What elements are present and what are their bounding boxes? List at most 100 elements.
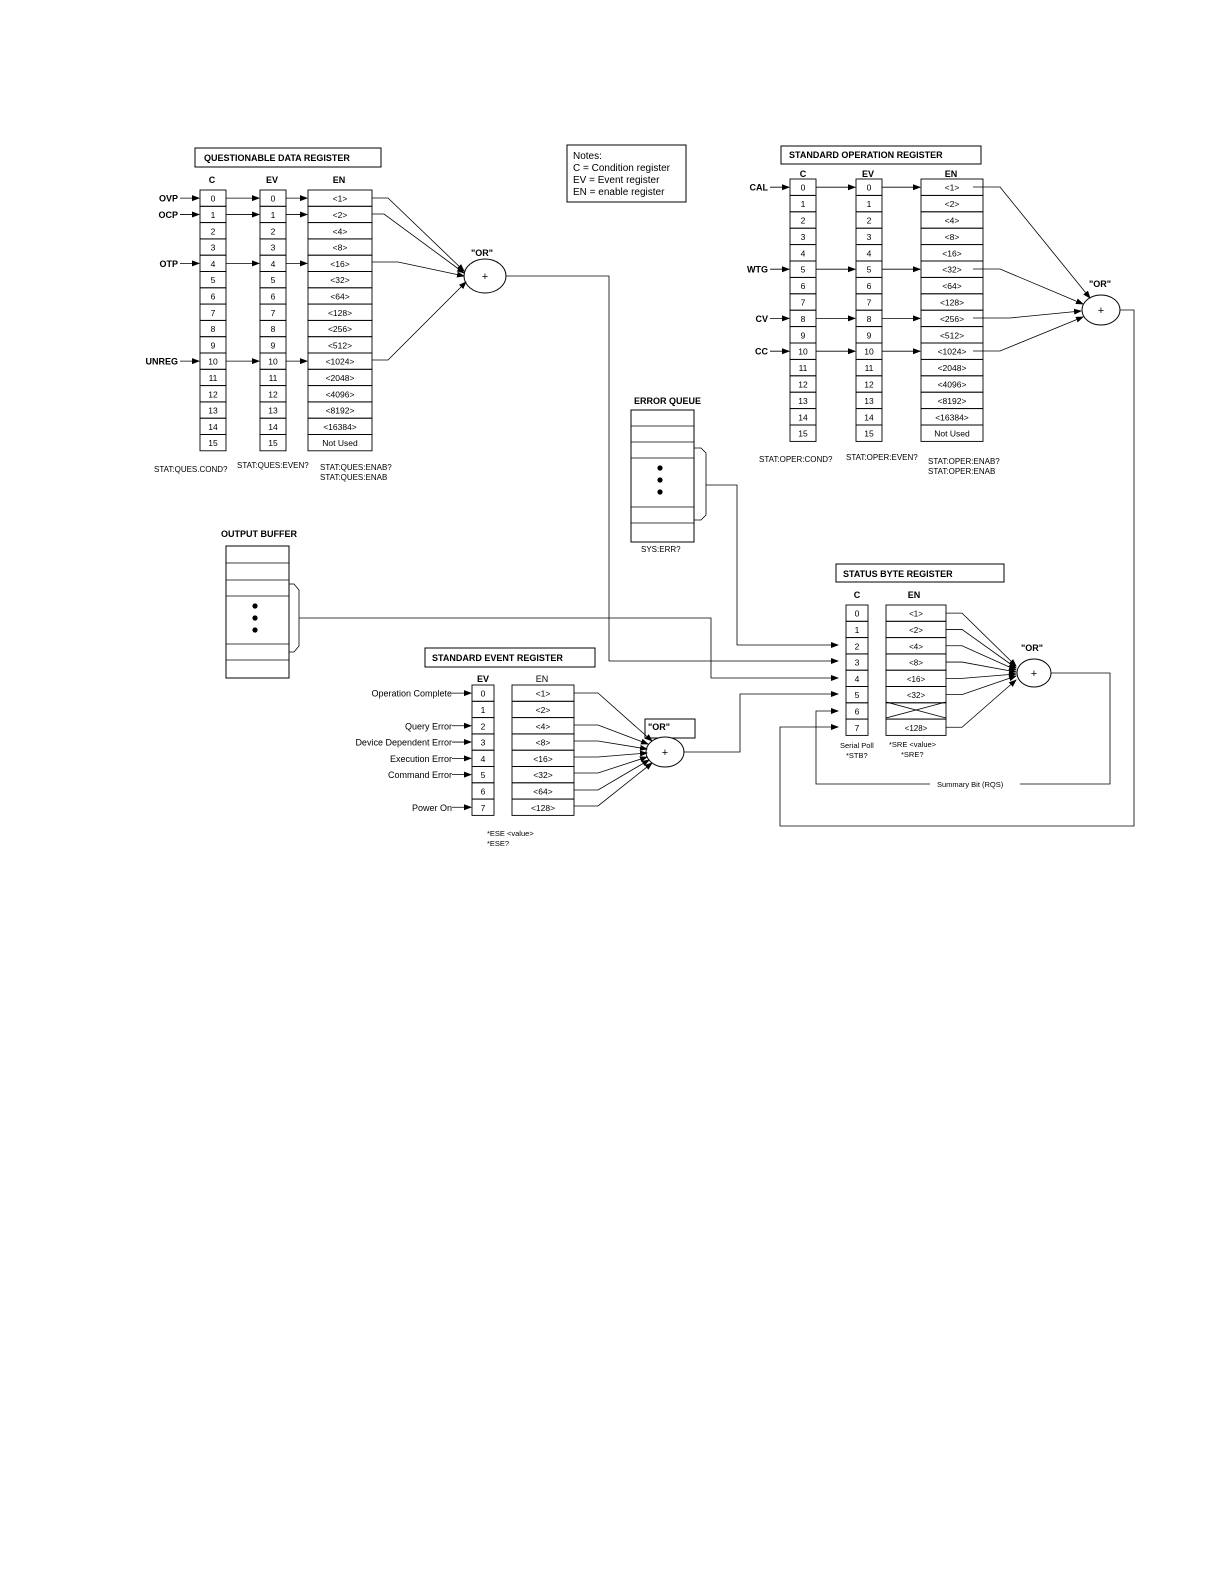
ques-ev-cell-text: 5 bbox=[271, 275, 276, 285]
error-queue-box bbox=[630, 409, 695, 543]
oper-ev-cell-text: 10 bbox=[864, 347, 874, 357]
oper-ev-cell-text: 14 bbox=[864, 412, 874, 422]
se-en-cell-text: <64> bbox=[533, 786, 552, 796]
questionable-col-en: EN bbox=[333, 175, 346, 185]
ques-en-cell-text: <1> bbox=[333, 194, 348, 204]
sb-en-cell-text: <2> bbox=[909, 626, 923, 635]
sb-en-cell-text: <4> bbox=[909, 642, 923, 651]
ques-c-cell-text: 2 bbox=[211, 226, 216, 236]
sb-en-cell-text: <8> bbox=[909, 659, 923, 668]
se-en-cell-text: <4> bbox=[536, 721, 551, 731]
std-event-title: STANDARD EVENT REGISTER bbox=[432, 653, 563, 663]
ques-c-cell-text: 13 bbox=[208, 406, 218, 416]
status-byte-bit6-cross bbox=[885, 701, 947, 719]
ques-ev-cell-text: 2 bbox=[271, 226, 276, 236]
operation-title-box bbox=[780, 145, 982, 165]
status-byte-cmd-stb: *STB? bbox=[846, 751, 868, 760]
operation-summary-line bbox=[779, 309, 1135, 827]
ques-ev-cell-text: 7 bbox=[271, 308, 276, 318]
questionable-or-inputs bbox=[372, 197, 467, 361]
status-byte-title: STATUS BYTE REGISTER bbox=[843, 569, 953, 579]
std-event-cmd-ese-value: *ESE <value> bbox=[487, 829, 534, 838]
ques-en-cell-text: <1024> bbox=[326, 357, 355, 367]
oper-ev-cell-text: 13 bbox=[864, 396, 874, 406]
questionable-or-plus: + bbox=[482, 271, 488, 283]
oper-c-cell bbox=[789, 424, 817, 442]
operation-cmd-cond: STAT:OPER:COND? bbox=[759, 455, 833, 464]
se-ev-cell-text: 0 bbox=[481, 689, 486, 699]
operation-col-ev: EV bbox=[862, 169, 874, 179]
oper-ev-cell-text: 11 bbox=[865, 363, 874, 373]
std-event-enable-column: <1><2><4><8><16><32><64><128> bbox=[511, 684, 575, 816]
oper-input-label: CAL bbox=[750, 183, 769, 193]
ques-en-cell-text: <4> bbox=[333, 226, 348, 236]
ques-ev-cell-text: 4 bbox=[271, 259, 276, 269]
ques-ev-cell-text: 12 bbox=[268, 389, 278, 399]
se-en-cell-text: <32> bbox=[533, 770, 552, 780]
summary-bit-line-left bbox=[815, 708, 930, 785]
error-queue-cmd: SYS:ERR? bbox=[641, 545, 681, 554]
se-ev-cell-text: 4 bbox=[481, 754, 486, 764]
ques-c-cell-text: 4 bbox=[211, 259, 216, 269]
oper-ev-cell-text: 2 bbox=[867, 216, 872, 226]
ques-input-label: OVP bbox=[159, 194, 178, 204]
oper-c-cell-text: 0 bbox=[801, 183, 806, 193]
status-byte-or-plus: + bbox=[1031, 668, 1037, 680]
std-event-cmd-ese-query: *ESE? bbox=[487, 839, 509, 848]
oper-ev-cell-text: 3 bbox=[867, 232, 872, 242]
ques-c-cell-text: 11 bbox=[209, 373, 218, 383]
ques-c-cell-text: 3 bbox=[211, 243, 216, 253]
oper-ev-cell-text: 7 bbox=[867, 298, 872, 308]
output-buffer-line bbox=[299, 617, 839, 681]
ques-en-cell-text: <256> bbox=[328, 324, 352, 334]
operation-enable-column: <1><2><4><8><16><32><64><128><256><512><… bbox=[920, 178, 984, 442]
ques-ev-cell-text: 8 bbox=[271, 324, 276, 334]
ques-ev-cell-text: 10 bbox=[268, 357, 278, 367]
sb-c-cell-text: 6 bbox=[855, 706, 860, 716]
error-queue-line bbox=[706, 484, 839, 648]
operation-bit-arrows bbox=[816, 184, 921, 355]
oper-ev-cell-text: 4 bbox=[867, 248, 872, 258]
se-input-label: Query Error bbox=[405, 721, 452, 731]
oper-en-cell-text: <64> bbox=[942, 281, 961, 291]
output-buffer-title: OUTPUT BUFFER bbox=[221, 529, 297, 539]
ques-ev-cell-text: 6 bbox=[271, 291, 276, 301]
sb-en-cell bbox=[885, 702, 947, 720]
se-input-label: Operation Complete bbox=[371, 689, 452, 699]
oper-input-label: WTG bbox=[747, 265, 768, 275]
ques-en-cell-text: <2048> bbox=[326, 373, 355, 383]
oper-en-cell-text: <8> bbox=[945, 232, 960, 242]
questionable-cmd-even: STAT:QUES:EVEN? bbox=[237, 461, 309, 470]
std-event-or-inputs bbox=[574, 692, 653, 807]
oper-c-cell-text: 14 bbox=[798, 412, 808, 422]
std-event-summary-line bbox=[684, 691, 839, 753]
oper-or-line-5 bbox=[973, 268, 1084, 305]
oper-ev-cell-text: 6 bbox=[867, 281, 872, 291]
ques-c-cell-text: 1 bbox=[211, 210, 216, 220]
operation-cmd-even: STAT:OPER:EVEN? bbox=[846, 453, 918, 462]
status-byte-or-label: "OR" bbox=[1021, 643, 1043, 653]
oper-en-cell-text: <1024> bbox=[938, 347, 967, 357]
se-input-label: Device Dependent Error bbox=[355, 738, 452, 748]
std-event-or-label: "OR" bbox=[648, 722, 670, 732]
oper-or-line-0 bbox=[973, 186, 1091, 299]
oper-en-cell-text: <2> bbox=[945, 199, 960, 209]
oper-ev-cell-text: 5 bbox=[867, 265, 872, 275]
se-en-cell bbox=[511, 798, 575, 816]
oper-en-cell-text: <16> bbox=[942, 248, 961, 258]
output-buffer-ellipsis-icon bbox=[252, 603, 258, 633]
oper-input-label: CV bbox=[755, 314, 768, 324]
oper-c-cell-text: 1 bbox=[801, 199, 806, 209]
output-buffer-box bbox=[225, 545, 290, 679]
sb-c-cell-text: 7 bbox=[855, 723, 860, 733]
ques-en-cell-text: <512> bbox=[328, 340, 352, 350]
ques-c-cell-text: 14 bbox=[208, 422, 218, 432]
questionable-bit-arrows bbox=[226, 195, 308, 365]
oper-c-cell-text: 13 bbox=[798, 396, 808, 406]
oper-or-line-10 bbox=[973, 316, 1084, 352]
status-byte-cmd-sre-value: *SRE <value> bbox=[889, 740, 937, 749]
se-ev-cell-text: 1 bbox=[481, 705, 486, 715]
ques-c-cell-text: 15 bbox=[208, 438, 218, 448]
